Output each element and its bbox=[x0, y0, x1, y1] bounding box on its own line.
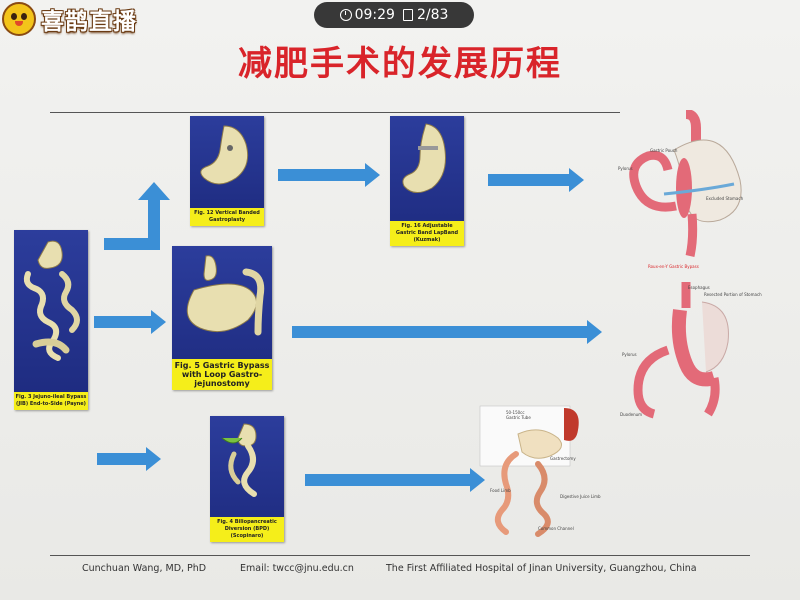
arrow-fig5-to-ds bbox=[292, 320, 602, 344]
label-pylorus-ds: Pylorus bbox=[622, 352, 637, 357]
label-pylorus: Pylorus bbox=[618, 166, 633, 171]
label-gastrectomy: Gastrectomy bbox=[550, 456, 576, 461]
figure-vertical-banded-gastroplasty: Fig. 12 Vertical Banded Gastroplasty bbox=[190, 116, 264, 226]
time-readout: 09:29 bbox=[354, 7, 395, 23]
label-common-channel: Common Channel bbox=[538, 526, 574, 531]
elbow-arrow-icon bbox=[104, 182, 170, 250]
bpd-illustration bbox=[221, 423, 257, 497]
arrow-fig12-to-fig16 bbox=[278, 163, 380, 187]
figure-caption: Fig. 5 Gastric Bypass with Loop Gastro-j… bbox=[172, 359, 272, 390]
arrow-fig16-to-rygb bbox=[488, 168, 584, 192]
logo-text: 喜鹊直播 bbox=[41, 9, 137, 35]
roux-en-y-illustration bbox=[629, 110, 742, 257]
label-esophagus: Esophagus bbox=[688, 285, 710, 290]
figure-biliopancreatic-diversion: Fig. 4 Biliopancreatic Diversion (BPD) (… bbox=[210, 416, 284, 542]
figure-gastric-bypass-loop: Fig. 5 Gastric Bypass with Loop Gastro-j… bbox=[172, 246, 272, 390]
bottom-divider bbox=[50, 555, 750, 556]
label-gastric-tube: 50-150cc Gastric Tube bbox=[506, 410, 531, 420]
slide-title: 减肥手术的发展历程 bbox=[238, 44, 562, 84]
page-counter: 2/83 bbox=[416, 7, 449, 23]
gastric-bypass-illustration bbox=[186, 255, 265, 336]
banded-stomach-illustration bbox=[402, 123, 446, 193]
arrow-to-fig4 bbox=[97, 447, 161, 471]
top-divider bbox=[50, 112, 620, 113]
intestine-illustration bbox=[23, 240, 80, 361]
figure-caption: Fig. 4 Biliopancreatic Diversion (BPD) (… bbox=[210, 517, 284, 542]
clock-icon bbox=[339, 9, 352, 21]
label-excluded-stomach: Excluded Stomach bbox=[706, 196, 744, 201]
footer-email: Email: twcc@jnu.edu.cn bbox=[240, 563, 354, 574]
rygb-caption: Roux-en-Y Gastric Bypass bbox=[648, 264, 699, 269]
label-resected-portion: Resected Portion of Stomach bbox=[704, 292, 762, 297]
figure-jejuno-ileal-bypass: Fig. 3 Jejuno-ileal Bypass (JIB) End-to-… bbox=[14, 230, 88, 410]
status-pill: 09:29 2/83 bbox=[314, 2, 474, 28]
page-icon bbox=[402, 9, 413, 21]
figure-caption: Fig. 12 Vertical Banded Gastroplasty bbox=[190, 208, 264, 226]
app-logo: 喜鹊直播 bbox=[2, 2, 137, 36]
bpd-anatomy-illustration bbox=[479, 405, 579, 537]
stomach-illustration bbox=[200, 125, 249, 185]
label-digestive-limb: Digestive Juice Limb bbox=[560, 494, 601, 499]
figure-caption: Fig. 16 Adjustable Gastric Band LapBand … bbox=[390, 221, 464, 246]
label-pouch: Gastric Pouch bbox=[650, 148, 678, 153]
figure-caption: Fig. 3 Jejuno-ileal Bypass (JIB) End-to-… bbox=[14, 392, 88, 410]
magpie-mascot-icon bbox=[2, 2, 36, 36]
figure-adjustable-gastric-band: Fig. 16 Adjustable Gastric Band LapBand … bbox=[390, 116, 464, 246]
footer-author: Cunchuan Wang, MD, PhD bbox=[82, 563, 207, 574]
arrow-fig3-to-fig5 bbox=[94, 310, 166, 334]
footer-institution: The First Affiliated Hospital of Jinan U… bbox=[386, 563, 697, 574]
sleeve-duodenal-illustration bbox=[633, 282, 729, 419]
arrow-fig4-to-bpd bbox=[305, 468, 485, 492]
label-food-limb: Food Limb bbox=[490, 488, 511, 493]
label-duodenum: Duodenum bbox=[620, 412, 643, 417]
